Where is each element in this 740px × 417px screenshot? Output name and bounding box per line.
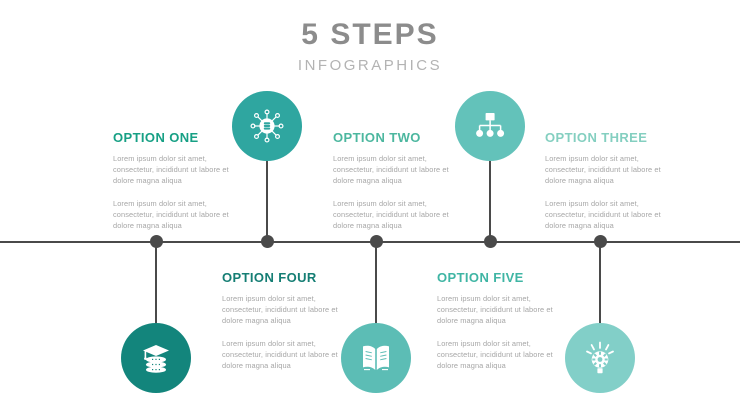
step-paragraph-1-option-four: Lorem ipsum dolor sit amet, consectetur,… <box>222 294 338 326</box>
step-text-option-three: OPTION THREE Lorem ipsum dolor sit amet,… <box>545 130 675 231</box>
step-circle-option-five[interactable] <box>341 323 411 393</box>
step-title-option-two: OPTION TWO <box>333 130 421 145</box>
step-paragraph-2-option-three: Lorem ipsum dolor sit amet, consectetur,… <box>545 198 661 231</box>
step-title-option-one: OPTION ONE <box>113 130 199 145</box>
step-paragraph-2-option-two: Lorem ipsum dolor sit amet, consectetur,… <box>333 198 449 231</box>
step-title-option-four: OPTION FOUR <box>222 270 317 285</box>
timeline-node-option-four[interactable] <box>149 235 163 248</box>
stem-option-three <box>599 241 601 323</box>
stem-option-four <box>155 241 157 323</box>
step-paragraph-1-option-two: Lorem ipsum dolor sit amet, consectetur,… <box>333 154 449 186</box>
step-circle-option-three[interactable] <box>565 323 635 393</box>
header: 5 STEPS INFOGRAPHICS <box>0 18 740 76</box>
step-paragraph-2-option-five: Lorem ipsum dolor sit amet, consectetur,… <box>437 338 553 371</box>
step-circle-option-one[interactable] <box>232 91 302 161</box>
open-book-icon <box>357 340 395 376</box>
stem-option-two <box>489 161 491 241</box>
stem-option-five <box>375 241 377 323</box>
stem-option-one <box>266 161 268 241</box>
step-text-option-one: OPTION ONE Lorem ipsum dolor sit amet, c… <box>113 130 243 231</box>
step-text-option-four: OPTION FOUR Lorem ipsum dolor sit amet, … <box>222 270 352 371</box>
timeline-node-option-one[interactable] <box>260 235 274 248</box>
timeline-node-option-five[interactable] <box>369 235 383 248</box>
step-paragraph-1-option-three: Lorem ipsum dolor sit amet, consectetur,… <box>545 154 661 186</box>
step-text-option-two: OPTION TWO Lorem ipsum dolor sit amet, c… <box>333 130 463 231</box>
page-title: 5 STEPS <box>301 18 439 51</box>
page-subtitle: INFOGRAPHICS <box>297 57 443 74</box>
step-title-option-three: OPTION THREE <box>545 130 648 145</box>
timeline-node-option-three[interactable] <box>593 235 607 248</box>
step-paragraph-1-option-one: Lorem ipsum dolor sit amet, consectetur,… <box>113 154 229 186</box>
hierarchy-chart-icon <box>473 110 507 142</box>
graduation-database-icon <box>138 340 174 376</box>
step-paragraph-2-option-four: Lorem ipsum dolor sit amet, consectetur,… <box>222 338 338 371</box>
step-title-option-five: OPTION FIVE <box>437 270 524 285</box>
network-hub-icon <box>248 107 286 145</box>
step-text-option-five: OPTION FIVE Lorem ipsum dolor sit amet, … <box>437 270 567 371</box>
step-paragraph-1-option-five: Lorem ipsum dolor sit amet, consectetur,… <box>437 294 553 326</box>
lightbulb-gear-icon <box>583 340 617 376</box>
step-circle-option-four[interactable] <box>121 323 191 393</box>
step-circle-option-two[interactable] <box>455 91 525 161</box>
step-paragraph-2-option-one: Lorem ipsum dolor sit amet, consectetur,… <box>113 198 229 231</box>
timeline-node-option-two[interactable] <box>483 235 497 248</box>
